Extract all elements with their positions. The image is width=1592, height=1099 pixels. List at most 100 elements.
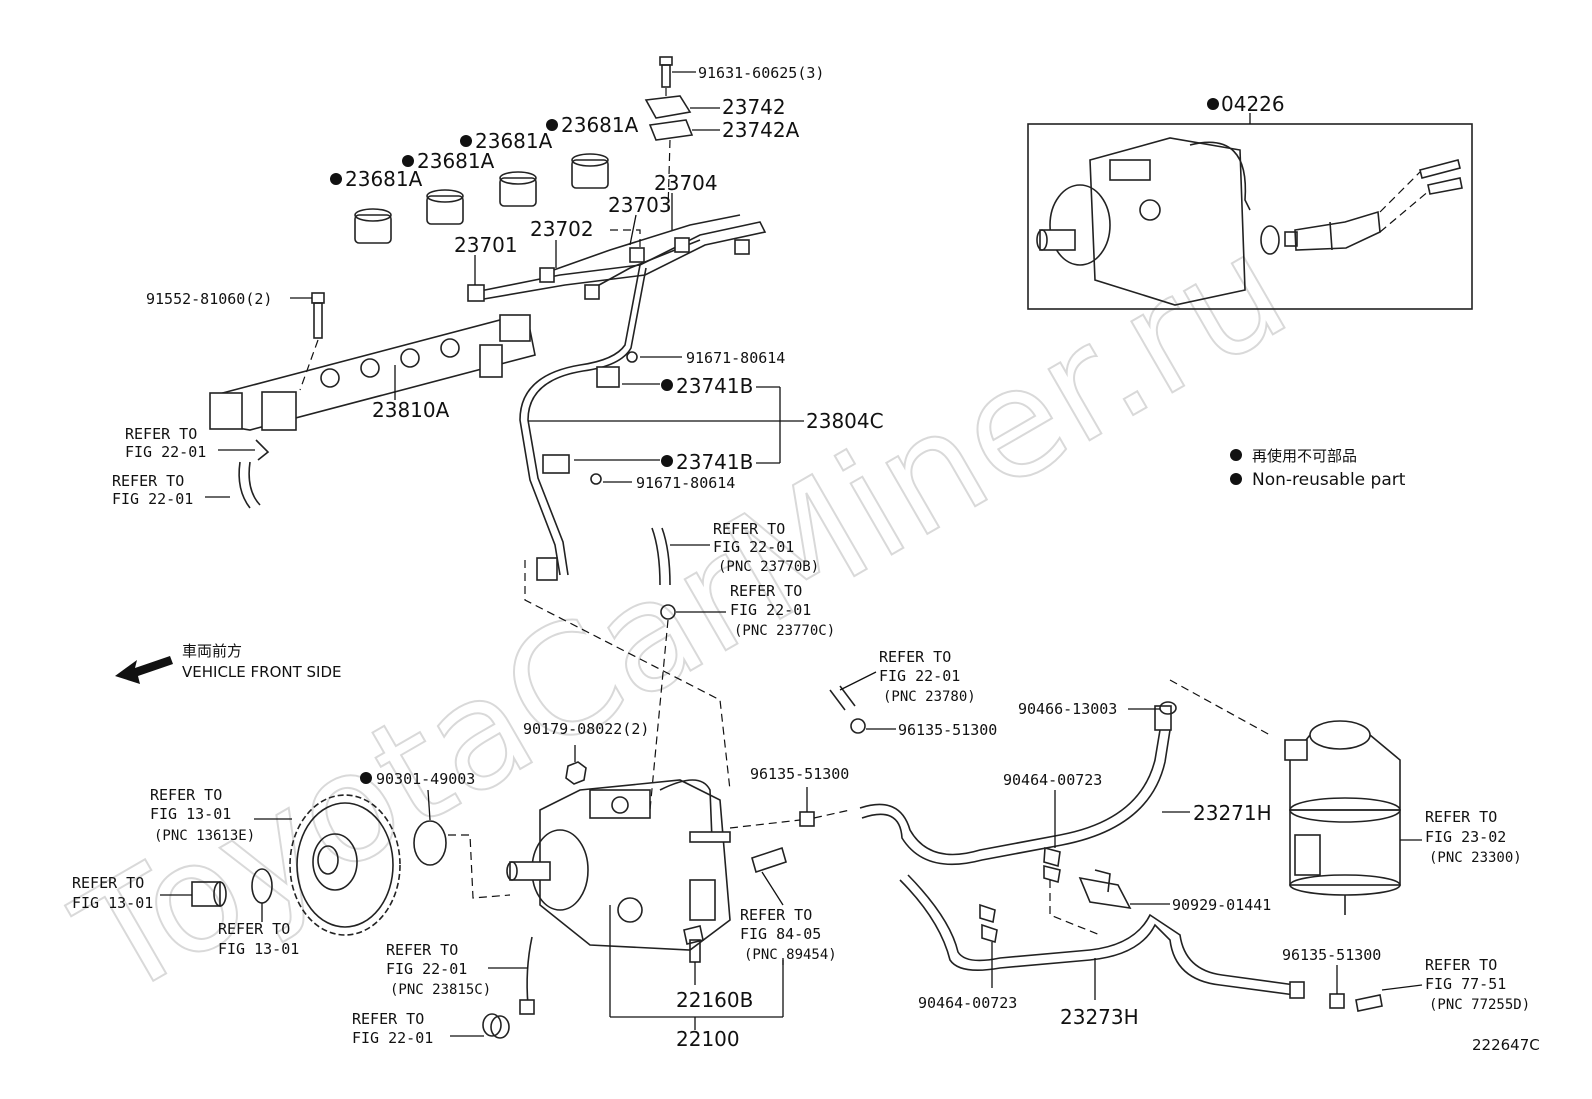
pipe-23804C: 91671-80614 23741B 23804C 23741B 91671-8… [519,264,884,581]
ref-line1[interactable]: REFER TO [879,648,951,666]
part-label[interactable]: 23741B [676,374,753,398]
ref-line3[interactable]: (PNC 77255D) [1429,997,1530,1013]
clamp-96135-c: 96135-51300 [1282,946,1381,1009]
part-label[interactable]: 22100 [676,1027,740,1051]
seal-23681A-3: 23681A [460,129,553,207]
part-label[interactable]: 91671-80614 [686,349,785,367]
nonreusable-dot [1230,449,1242,461]
ref-r4: REFER TO FIG 22-01 (PNC 23770C) [649,582,835,811]
ref-line1[interactable]: REFER TO [218,920,290,938]
gear-13613E: REFER TO FIG 13-01 (PNC 13613E) [150,786,401,936]
ref-line3[interactable]: (PNC 23300) [1429,850,1522,866]
bracket-90929: 90929-01441 [1049,869,1271,936]
ref-line3[interactable]: (PNC 23770C) [734,623,835,639]
ref-line1[interactable]: REFER TO [713,520,785,538]
nonreusable-dot [1230,473,1242,485]
ref-line1[interactable]: REFER TO [72,874,144,892]
ref-line3[interactable]: (PNC 23780) [883,689,976,705]
ref-line1[interactable]: REFER TO [1425,808,1497,826]
part-label[interactable]: 90929-01441 [1172,896,1271,914]
ref-line1[interactable]: REFER TO [730,582,802,600]
ref-r8: REFER TO FIG 13-01 [218,868,299,958]
ref-line2[interactable]: FIG 22-01 [112,490,193,508]
ref-r5: REFER TO FIG 22-01 (PNC 23780) [829,648,976,711]
fuel-filter-23300: REFER TO FIG 23-02 (PNC 23300) [1284,720,1522,915]
ref-line2[interactable]: FIG 22-01 [386,960,467,978]
arrow-left-icon [115,656,173,684]
part-label[interactable]: 91631-60625(3) [698,64,824,82]
ref-line3[interactable]: (PNC 23770B) [718,559,819,575]
ref-line2[interactable]: FIG 13-01 [72,894,153,912]
clamp-96135-b: 96135-51300 [850,718,997,739]
part-label[interactable]: 23681A [417,149,495,173]
diagram-code: 222647C [1472,1036,1540,1054]
part-label[interactable]: 22160B [676,988,753,1012]
hose-23271H: 23271H [859,705,1272,866]
part-label[interactable]: 91552-81060(2) [146,290,272,308]
part-label[interactable]: 23804C [806,409,884,433]
part-label[interactable]: 90179-08022(2) [523,720,649,738]
seal-23681A-4: 23681A [546,113,639,189]
ref-line1[interactable]: REFER TO [150,786,222,804]
clamp-96135-a: 96135-51300 [729,765,851,829]
ref-line2[interactable]: FIG 22-01 [879,667,960,685]
clamp-23742: 23742 23742A [644,88,800,211]
part-label[interactable]: 96135-51300 [1282,946,1381,964]
part-label[interactable]: 96135-51300 [750,765,849,783]
ref-line1[interactable]: REFER TO [112,472,184,490]
fuel-rail-23810A: 91552-81060(2) 23810A [146,290,536,431]
legend: 再使用不可部品 Non-reusable part [1230,447,1406,490]
seal-23681A-1: 23681A [330,167,423,244]
ref-line2[interactable]: FIG 22-01 [713,538,794,556]
ref-line1[interactable]: REFER TO [740,906,812,924]
part-label[interactable]: 23271H [1193,801,1272,825]
part-label[interactable]: 23702 [530,217,594,241]
ref-line2[interactable]: FIG 13-01 [150,805,231,823]
part-label[interactable]: 90464-00723 [918,994,1017,1012]
part-label[interactable]: 23681A [475,129,553,153]
part-label[interactable]: 91671-80614 [636,474,735,492]
ref-line1[interactable]: REFER TO [125,425,197,443]
part-label[interactable]: 23704 [654,171,718,195]
seal-23681A-2: 23681A [402,149,495,225]
part-label[interactable]: 04226 [1221,92,1285,116]
part-label[interactable]: 23741B [676,450,753,474]
ref-r7: REFER TO FIG 13-01 [72,874,227,912]
ref-r3: REFER TO FIG 22-01 (PNC 23770B) [651,520,819,586]
ref-line2[interactable]: FIG 13-01 [218,940,299,958]
supply-pump-22100: 22100 [506,779,784,1051]
part-label[interactable]: 90466-13003 [1018,700,1117,718]
front-jp: 車両前方 [182,642,242,660]
ref-line3[interactable]: (PNC 13613E) [154,828,255,844]
ref-r1: REFER TO FIG 22-01 [125,425,270,461]
part-label[interactable]: 23701 [454,233,518,257]
part-label[interactable]: 23742 [722,95,786,119]
part-label[interactable]: 23681A [561,113,639,137]
part-label[interactable]: 23810A [372,398,450,422]
ref-line1[interactable]: REFER TO [352,1010,424,1028]
part-label[interactable]: 23681A [345,167,423,191]
ref-line3[interactable]: (PNC 23815C) [390,982,491,998]
ref-r9: REFER TO FIG 22-01 (PNC 23815C) [386,936,535,1015]
ref-line2[interactable]: FIG 77-51 [1425,975,1506,993]
ref-line2[interactable]: FIG 22-01 [730,601,811,619]
part-label[interactable]: 90301-49003 [376,770,475,788]
part-label[interactable]: 23273H [1060,1005,1139,1029]
part-label[interactable]: 23703 [608,193,672,217]
ref-line3[interactable]: (PNC 89454) [744,947,837,963]
legend-jp: 再使用不可部品 [1252,447,1357,465]
ref-line2[interactable]: FIG 84-05 [740,925,821,943]
nut-90179: 90179-08022(2) [523,720,649,785]
bolt-22160B: 22160B [676,925,753,1012]
ref-line2[interactable]: FIG 22-01 [352,1029,433,1047]
ref-line1[interactable]: REFER TO [386,941,458,959]
ref-line2[interactable]: FIG 23-02 [1425,828,1506,846]
part-label[interactable]: 90464-00723 [1003,771,1102,789]
ref-line2[interactable]: FIG 22-01 [125,443,206,461]
part-label[interactable]: 96135-51300 [898,721,997,739]
pump-kit-box: 04226 [1027,92,1473,310]
part-label[interactable]: 23742A [722,118,800,142]
front-en: VEHICLE FRONT SIDE [182,663,342,681]
ref-line1[interactable]: REFER TO [1425,956,1497,974]
